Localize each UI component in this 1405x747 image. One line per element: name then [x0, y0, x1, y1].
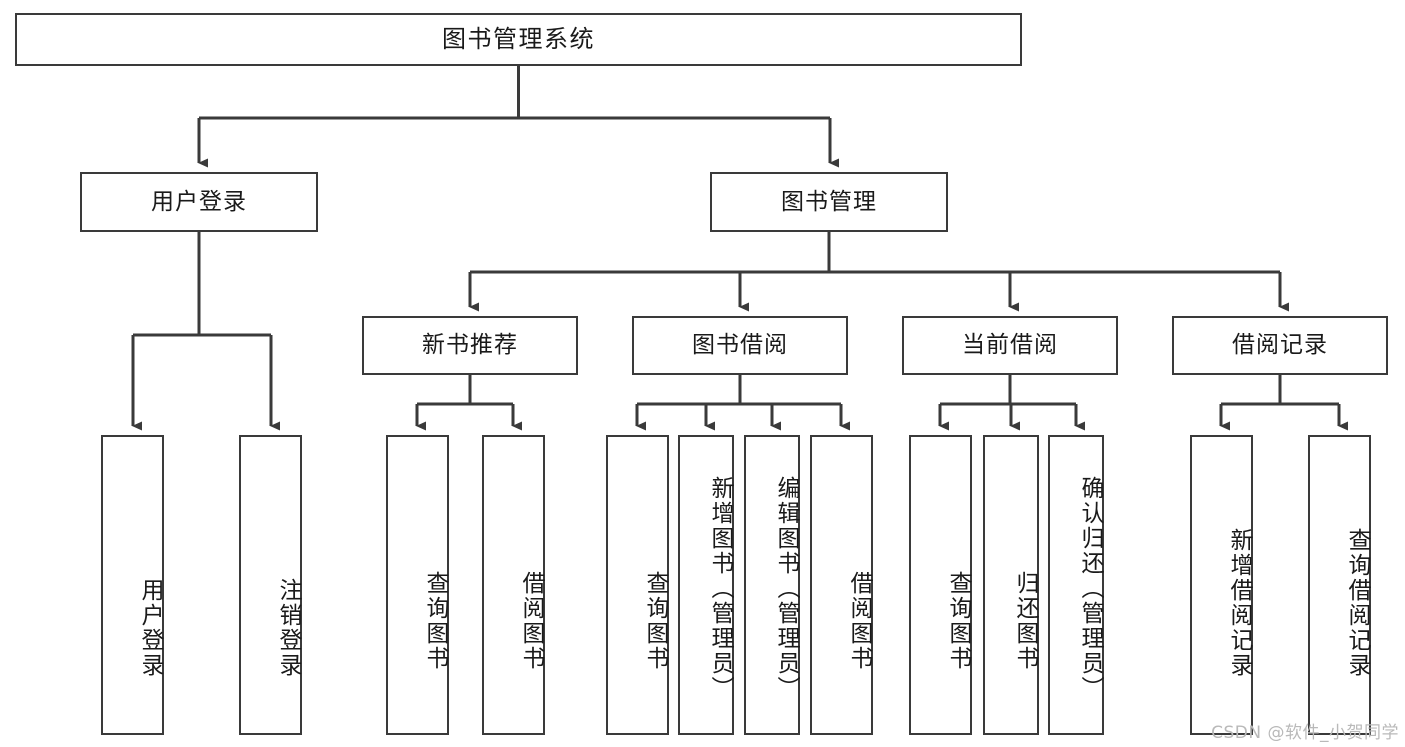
node-root-system[interactable]: 图书管理系统	[15, 13, 1022, 66]
node-leaf-add-borrow-record-label: 新增借阅记录	[1226, 528, 1252, 678]
node-leaf-query-book-1[interactable]: 查询图书	[386, 435, 449, 735]
node-leaf-borrow-book-1-label: 借阅图书	[518, 571, 544, 671]
node-leaf-return-book-label: 归还图书	[1012, 571, 1038, 671]
node-leaf-user-login-label: 用户登录	[137, 578, 163, 678]
node-leaf-query-book-3-label: 查询图书	[945, 571, 971, 671]
node-current-borrow[interactable]: 当前借阅	[902, 316, 1118, 375]
node-leaf-borrow-book-2[interactable]: 借阅图书	[810, 435, 873, 735]
node-leaf-user-login[interactable]: 用户登录	[101, 435, 164, 735]
node-leaf-query-book-1-label: 查询图书	[422, 571, 448, 671]
node-book-borrow-label: 图书借阅	[692, 332, 788, 359]
node-borrow-record-label: 借阅记录	[1232, 332, 1328, 359]
node-leaf-edit-book-label: 编辑图书（管理员）	[773, 475, 799, 701]
node-user-login[interactable]: 用户登录	[80, 172, 318, 232]
node-leaf-query-book-2[interactable]: 查询图书	[606, 435, 669, 735]
node-new-book-recommend[interactable]: 新书推荐	[362, 316, 578, 375]
node-current-borrow-label: 当前借阅	[962, 332, 1058, 359]
node-leaf-user-logout[interactable]: 注销登录	[239, 435, 302, 735]
node-leaf-query-book-3[interactable]: 查询图书	[909, 435, 972, 735]
node-leaf-borrow-book-2-label: 借阅图书	[846, 571, 872, 671]
node-leaf-user-logout-label: 注销登录	[275, 578, 301, 678]
csdn-watermark: CSDN @软件_小贺同学	[1211, 723, 1399, 743]
node-leaf-borrow-book-1[interactable]: 借阅图书	[482, 435, 545, 735]
node-book-manage-label: 图书管理	[781, 188, 877, 215]
node-leaf-add-borrow-record[interactable]: 新增借阅记录	[1190, 435, 1253, 735]
node-user-login-label: 用户登录	[151, 188, 247, 215]
node-leaf-query-borrow-record[interactable]: 查询借阅记录	[1308, 435, 1371, 735]
node-new-book-recommend-label: 新书推荐	[422, 332, 518, 359]
node-book-borrow[interactable]: 图书借阅	[632, 316, 848, 375]
node-leaf-edit-book[interactable]: 编辑图书（管理员）	[744, 435, 800, 735]
node-leaf-query-borrow-record-label: 查询借阅记录	[1344, 528, 1370, 678]
node-leaf-return-book[interactable]: 归还图书	[983, 435, 1039, 735]
node-leaf-add-book[interactable]: 新增图书（管理员）	[678, 435, 734, 735]
node-leaf-confirm-return-label: 确认归还（管理员）	[1077, 475, 1103, 701]
node-leaf-query-book-2-label: 查询图书	[642, 571, 668, 671]
node-leaf-add-book-label: 新增图书（管理员）	[707, 475, 733, 701]
node-book-manage[interactable]: 图书管理	[710, 172, 948, 232]
node-borrow-record[interactable]: 借阅记录	[1172, 316, 1388, 375]
node-leaf-confirm-return[interactable]: 确认归还（管理员）	[1048, 435, 1104, 735]
node-root-label: 图书管理系统	[442, 24, 595, 53]
